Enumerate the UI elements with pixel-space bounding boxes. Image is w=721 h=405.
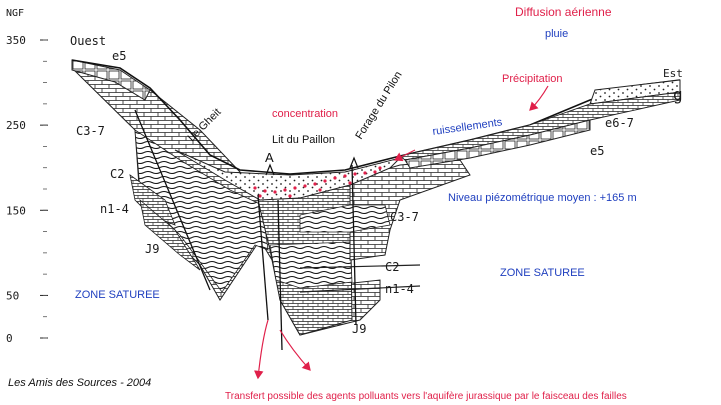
axis-tick-label-3: 50 bbox=[6, 289, 19, 302]
label-c2-center: C2 bbox=[385, 260, 399, 274]
central-marl-band bbox=[269, 241, 353, 289]
east-wavy-lens bbox=[299, 204, 391, 233]
alluvium-fill bbox=[174, 149, 402, 201]
label-e5-east: e5 bbox=[590, 144, 604, 158]
label-ouest: Ouest bbox=[70, 34, 106, 48]
axis-unit: NGF bbox=[6, 8, 24, 19]
east-n14-boundary bbox=[299, 285, 421, 293]
label-transfert: Transfert possible des agents polluants … bbox=[225, 391, 627, 402]
label-credit: Les Amis des Sources - 2004 bbox=[8, 377, 151, 389]
vertical-axis: NGF 350 250 150 50 0 bbox=[6, 8, 48, 345]
label-zone-left: ZONE SATUREE bbox=[75, 289, 160, 301]
label-point-a: A bbox=[265, 150, 274, 165]
label-e5-west: e5 bbox=[112, 49, 126, 63]
strata-labels: Ouest e5 C3-7 C2 n1-4 J9 Est g e6-7 e5 C… bbox=[70, 34, 683, 336]
label-pluie: pluie bbox=[545, 28, 568, 40]
label-j9-center: J9 bbox=[352, 322, 366, 336]
forage-marker bbox=[349, 156, 359, 169]
ground-surface-line bbox=[71, 59, 681, 175]
fault-lines bbox=[134, 109, 357, 351]
label-concentration: concentration bbox=[272, 108, 338, 120]
axis-tick-label-2: 150 bbox=[6, 204, 26, 217]
label-j9-west: J9 bbox=[145, 242, 159, 256]
label-n14-center: n1-4 bbox=[385, 282, 414, 296]
point-a-marker bbox=[265, 163, 275, 176]
strata-body bbox=[71, 59, 471, 336]
label-c37-center: C3-7 bbox=[390, 210, 419, 224]
label-e67-east: e6-7 bbox=[605, 116, 634, 130]
axis-tick-label-4: 0 bbox=[6, 332, 13, 345]
label-n14-west: n1-4 bbox=[100, 202, 129, 216]
label-c37-west: C3-7 bbox=[76, 124, 105, 138]
pollutant-dots bbox=[253, 166, 382, 198]
label-zone-right: ZONE SATUREE bbox=[500, 267, 585, 279]
label-precipitation: Précipitation bbox=[502, 73, 563, 85]
label-g: g bbox=[673, 85, 683, 104]
east-c2-boundary bbox=[299, 264, 421, 269]
label-est: Est bbox=[663, 67, 683, 80]
label-c2-west: C2 bbox=[110, 167, 124, 181]
label-forage-pilon: Forage du Pilon bbox=[353, 69, 404, 141]
axis-tick-label-1: 250 bbox=[6, 119, 26, 132]
west-n14-block bbox=[139, 198, 201, 271]
red-arrows bbox=[253, 85, 549, 380]
label-niveau: Niveau piézométrique moyen : +165 m bbox=[448, 192, 637, 204]
axis-tick-label-0: 350 bbox=[6, 34, 26, 47]
label-diffusion: Diffusion aérienne bbox=[515, 5, 612, 19]
east-e5-layer bbox=[404, 119, 591, 169]
label-lit-paillon: Lit du Paillon bbox=[272, 134, 335, 146]
west-e5-strip bbox=[71, 59, 151, 101]
